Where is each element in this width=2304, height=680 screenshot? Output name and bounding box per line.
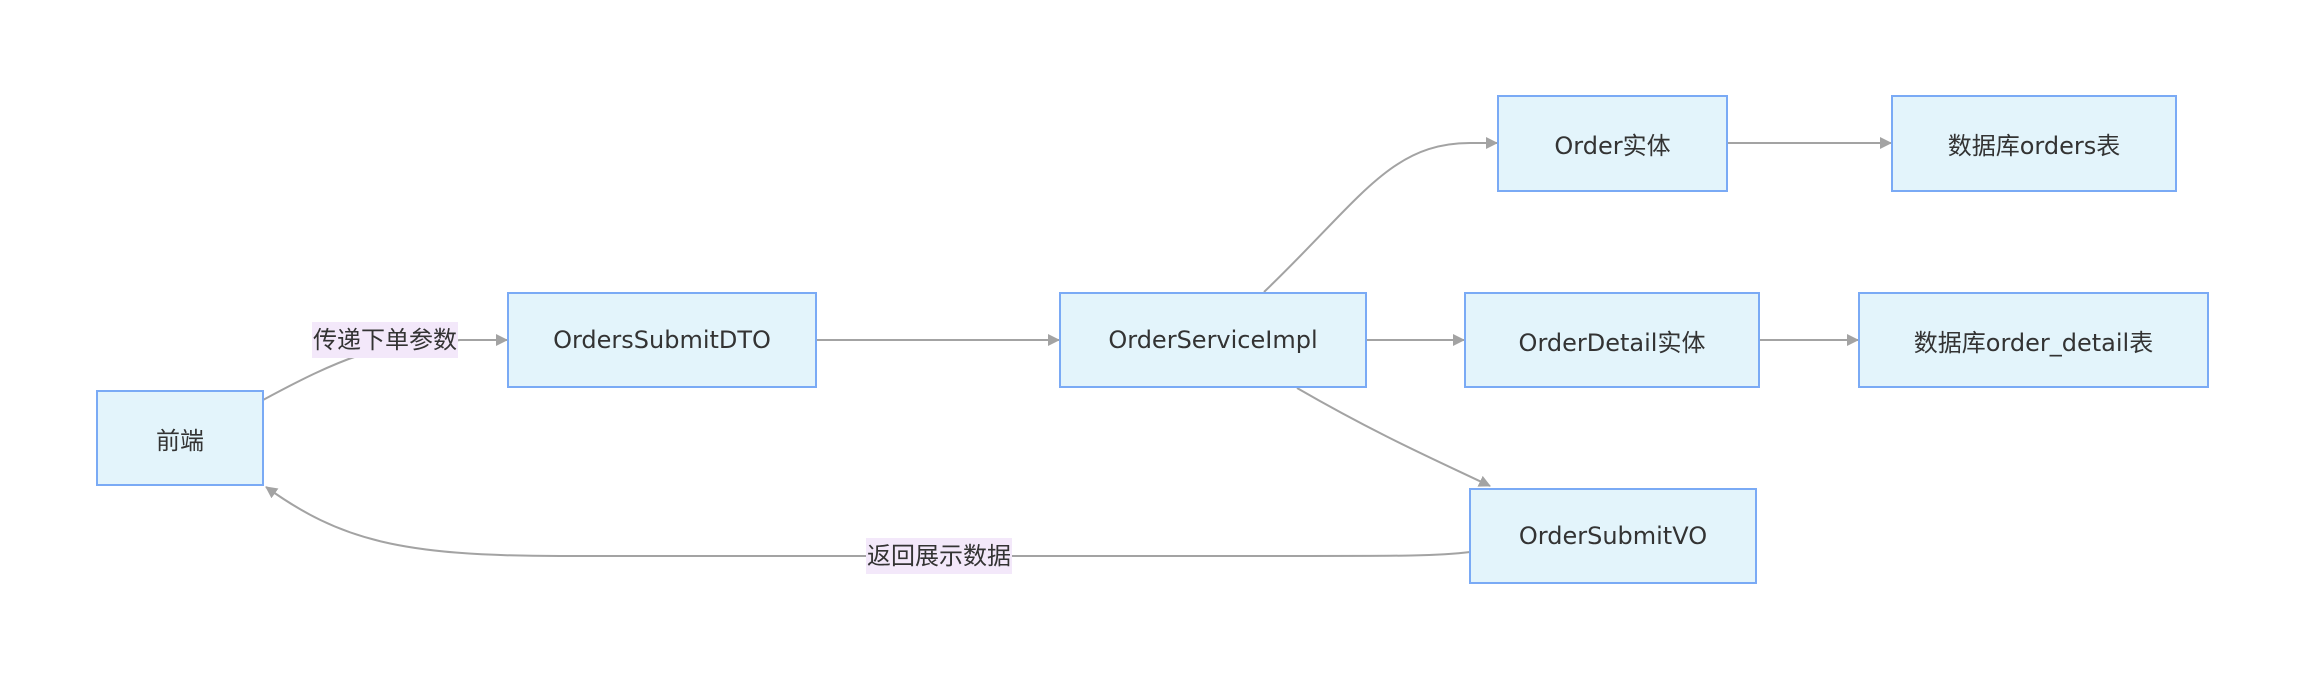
node-orders-table[interactable]: 数据库orders表 <box>1891 95 2177 192</box>
node-order-submit-vo[interactable]: OrderSubmitVO <box>1469 488 1757 584</box>
node-order-detail-entity[interactable]: OrderDetail实体 <box>1464 292 1760 388</box>
node-order-service-impl[interactable]: OrderServiceImpl <box>1059 292 1367 388</box>
node-order-entity[interactable]: Order实体 <box>1497 95 1728 192</box>
node-order-detail-table[interactable]: 数据库order_detail表 <box>1858 292 2209 388</box>
edge-label-return-data: 返回展示数据 <box>866 538 1012 574</box>
node-order-submit-vo-label: OrderSubmitVO <box>1518 522 1708 550</box>
node-order-service-impl-label: OrderServiceImpl <box>1108 326 1318 354</box>
node-orders-table-label: 数据库orders表 <box>1947 132 2121 160</box>
edge-order-service-impl-to-order-entity <box>1263 137 1498 293</box>
node-order-detail-table-label: 数据库order_detail表 <box>1913 328 2154 357</box>
edge-label-pass-params: 传递下单参数 <box>312 322 458 358</box>
node-orders-submit-dto-label: OrdersSubmitDTO <box>553 326 771 354</box>
node-frontend-label: 前端 <box>156 426 204 455</box>
edge-order-submit-vo-to-frontend <box>265 486 1471 557</box>
edge-order-service-impl-to-order-submit-vo <box>1296 387 1491 487</box>
node-orders-submit-dto[interactable]: OrdersSubmitDTO <box>507 292 817 388</box>
node-order-detail-entity-label: OrderDetail实体 <box>1518 328 1706 357</box>
node-order-entity-label: Order实体 <box>1554 132 1671 160</box>
node-frontend[interactable]: 前端 <box>96 390 264 486</box>
